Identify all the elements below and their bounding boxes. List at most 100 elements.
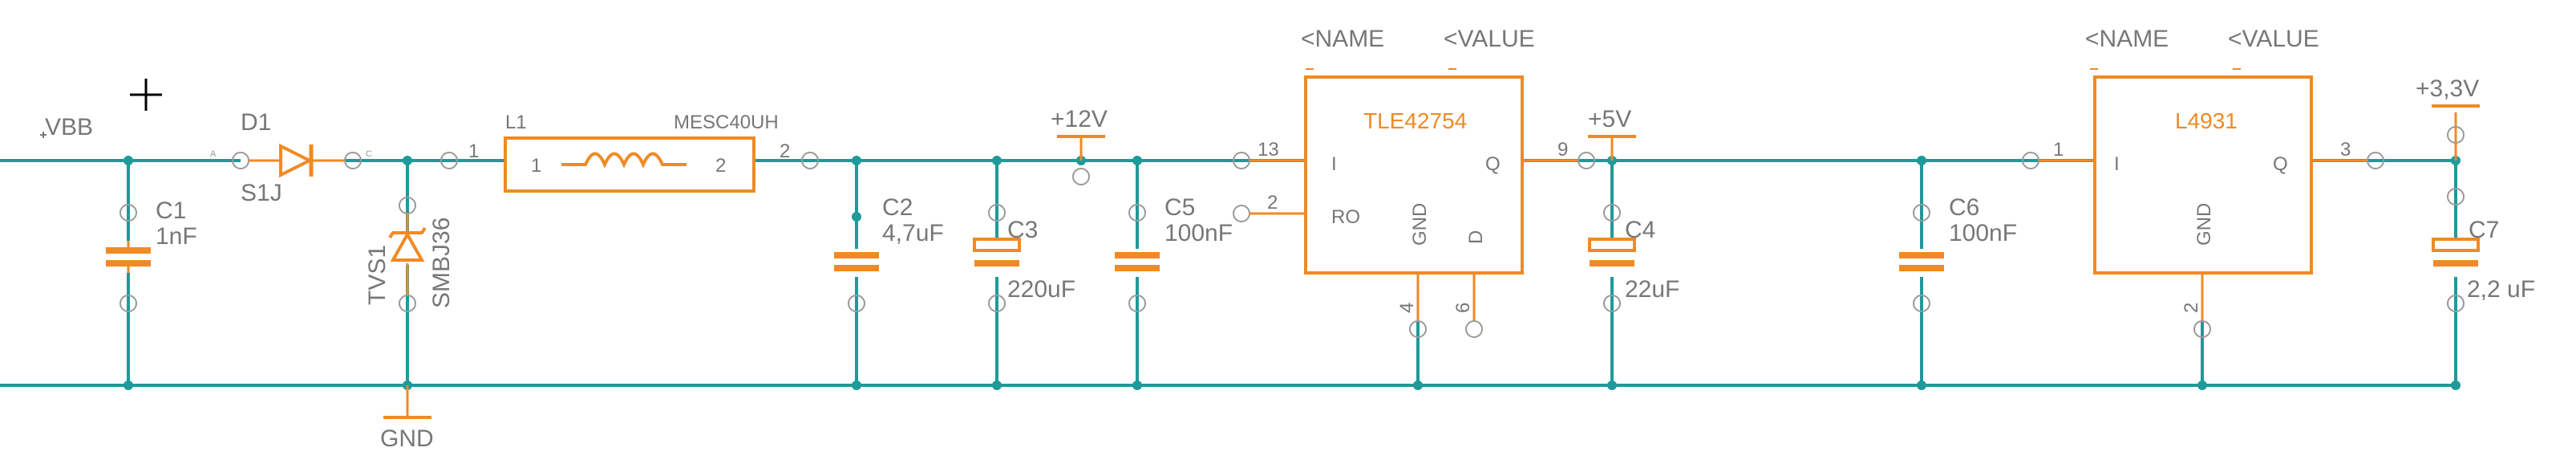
capacitor-c3[interactable]: C3 220uF [973, 204, 1075, 312]
pad-circle [1913, 295, 1930, 312]
pad-circle [1072, 168, 1090, 185]
gnd-net-label: GND [380, 425, 434, 452]
ic1-pin-q: Q [1485, 153, 1501, 175]
tvs-bar [388, 226, 427, 239]
junction-dot [2451, 380, 2461, 390]
junction-dot [992, 380, 1002, 390]
l1-name: L1 [505, 112, 527, 133]
regulator-ic2[interactable]: <NAME <VALUE L4931 I Q GND 1 3 2 [2022, 26, 2384, 338]
c3-name: C3 [1007, 217, 1038, 243]
pad-circle [2447, 126, 2465, 144]
supply-5v[interactable]: +5V [1588, 106, 1636, 161]
ic2-value-attr: <VALUE [2228, 26, 2319, 52]
c7-name: C7 [2469, 217, 2499, 243]
ic1-name-attr: <NAME [1301, 26, 1384, 52]
d1-name: D1 [241, 109, 271, 136]
ic1-pin-i: I [1331, 153, 1337, 175]
capacitor-c1[interactable]: C1 1nF [106, 197, 197, 312]
pad-circle [848, 295, 865, 312]
ic1-pinnum-gnd: 4 [1396, 303, 1418, 313]
pad-circle [1603, 295, 1621, 312]
junction-dot [992, 156, 1002, 165]
c2-name: C2 [882, 194, 913, 221]
junction-dot [124, 380, 133, 390]
pad-circle [988, 204, 1006, 222]
pad-circle [1233, 205, 1250, 222]
d1-value: S1J [241, 180, 282, 206]
junction-dot [852, 212, 861, 222]
c7-value: 2,2 uF [2467, 276, 2535, 303]
c2-value: 4,7uF [882, 220, 944, 246]
junction-dot [124, 156, 133, 165]
pad-circle [1603, 204, 1621, 222]
inductor-coil-icon [561, 152, 687, 169]
c3-plate [973, 238, 1021, 252]
ic2-name-attr: <NAME [2085, 26, 2169, 52]
ic1-pin-ro: RO [1331, 206, 1360, 228]
c3-value: 220uF [1007, 276, 1075, 303]
pad-circle [2367, 152, 2384, 169]
capacitor-c5[interactable]: C5 100nF [1115, 194, 1233, 312]
l1-pin1: 1 [531, 155, 541, 177]
capacitor-c2[interactable]: C2 4,7uF [834, 194, 944, 312]
c5-value: 100nF [1164, 220, 1233, 246]
ic2-pinnum-gnd: 2 [2181, 303, 2202, 313]
supply-12v[interactable]: +12V [1051, 106, 1108, 185]
v12-net-label: +12V [1051, 106, 1108, 132]
ic1-body [1304, 75, 1524, 275]
junction-dot [852, 380, 861, 390]
vbb-net-label: VBB [45, 114, 93, 140]
ic1-title: TLE42754 [1363, 108, 1467, 133]
l1-outer-pin1: 1 [468, 140, 479, 162]
capacitor-c7[interactable]: C7 2,2 uF [2432, 188, 2535, 312]
pad-circle [1913, 204, 1930, 222]
inductor-l1[interactable]: 1 2 1 2 L1 MESC40UH [440, 112, 819, 193]
tvs1-value: SMBJ36 [428, 218, 455, 308]
c4-name: C4 [1625, 217, 1655, 243]
pad-circle [1409, 320, 1427, 338]
ic1-pinnum-d: 6 [1452, 303, 1474, 313]
junction-dot [1132, 156, 1142, 165]
l1-body [504, 136, 755, 193]
c1-value: 1nF [156, 223, 197, 250]
tvs1-name: TVS1 [364, 245, 391, 305]
junction-dot [1607, 380, 1617, 390]
capacitor-c6[interactable]: C6 100nF [1899, 194, 2017, 312]
supply-3v3[interactable]: +3,3V [2416, 75, 2480, 161]
cursor-crosshair-icon [130, 79, 162, 111]
junctions [124, 156, 2461, 390]
c6-name: C6 [1949, 194, 1979, 221]
pad-circle [988, 295, 1006, 312]
pad-circle [2447, 295, 2465, 312]
ic1-value-attr: <VALUE [1444, 26, 1535, 52]
pad-circle [1128, 295, 1146, 312]
net-labels: VBB [40, 114, 93, 140]
tvs-diode-tvs1[interactable]: TVS1 SMBJ36 GND [364, 197, 455, 452]
c5-name: C5 [1164, 194, 1195, 221]
d1-pad-a: A [210, 149, 217, 159]
pad-circle [440, 152, 458, 169]
regulator-ic1[interactable]: <NAME <VALUE TLE42754 I Q RO GND D 13 2 … [1233, 26, 1595, 338]
pad-circle [1128, 204, 1146, 222]
junction-dot [852, 156, 861, 165]
d1-pad-c: C [366, 149, 372, 159]
ic2-pin-q: Q [2273, 153, 2288, 175]
ic2-pin-gnd: GND [2193, 203, 2215, 246]
l1-value: MESC40UH [674, 112, 779, 133]
l1-pin2: 2 [715, 155, 726, 177]
diode-d1[interactable]: A C D1 S1J [210, 109, 372, 206]
pad-circle [2447, 188, 2465, 205]
c4-plate [1588, 238, 1636, 252]
c1-name: C1 [156, 197, 186, 224]
c6-value: 100nF [1949, 220, 2017, 246]
junction-dot [1132, 380, 1142, 390]
ic1-pin-d: D [1465, 230, 1487, 244]
capacitor-c4[interactable]: C4 22uF [1588, 204, 1679, 312]
pad-circle [801, 152, 819, 169]
junction-dot [2197, 380, 2207, 390]
ic1-pinnum-ro: 2 [1267, 192, 1278, 214]
ic1-pin-gnd: GND [1409, 203, 1431, 246]
pad-circle [1578, 152, 1595, 169]
c4-value: 22uF [1625, 276, 1679, 303]
